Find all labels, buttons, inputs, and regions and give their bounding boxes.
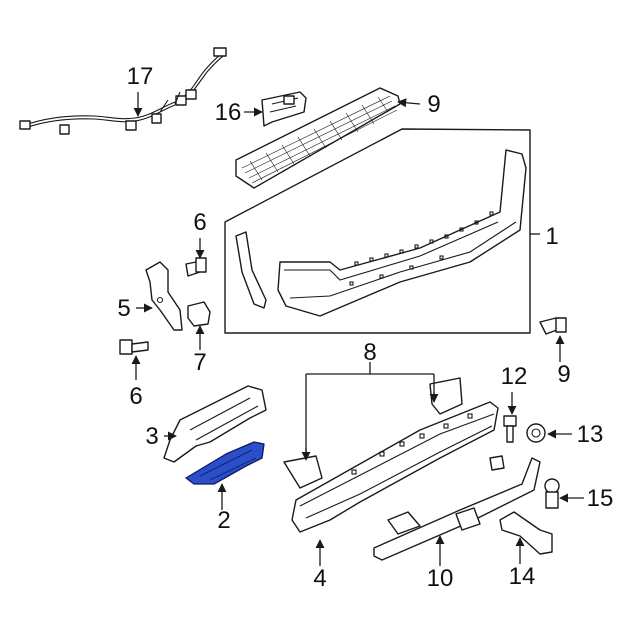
bolt-10[interactable]	[539, 317, 567, 335]
bolt-12[interactable]	[503, 415, 517, 443]
bracket-3[interactable]	[163, 385, 267, 463]
callout-labels: 17 16 9 1 6 5 7 6 8 3 2 4 10 14 9 12 13 …	[117, 63, 613, 592]
callout-7[interactable]: 7	[193, 349, 206, 376]
nut-13[interactable]	[526, 423, 546, 443]
callout-16[interactable]: 16	[215, 99, 242, 126]
leader-lines	[131, 92, 584, 566]
callout-2[interactable]: 2	[217, 507, 230, 534]
bracket-16[interactable]	[261, 91, 307, 127]
bolt-6-upper[interactable]	[185, 257, 207, 277]
callout-6-lower[interactable]: 6	[129, 383, 142, 410]
clip-7[interactable]	[187, 301, 211, 327]
callout-9[interactable]: 9	[427, 91, 440, 118]
callout-3[interactable]: 3	[145, 423, 158, 450]
bracket-14[interactable]	[499, 511, 553, 555]
callout-17[interactable]: 17	[127, 63, 154, 90]
hitch-ball-15[interactable]	[544, 478, 560, 509]
callout-11[interactable]: 10	[427, 565, 454, 592]
callout-15[interactable]: 15	[587, 485, 614, 512]
bumper-cover-group[interactable]	[224, 128, 531, 334]
bolt-6-lower[interactable]	[119, 339, 149, 355]
callout-12[interactable]: 12	[501, 363, 528, 390]
side-bracket-5[interactable]	[145, 261, 183, 331]
bracket-2-highlighted[interactable]	[185, 441, 265, 485]
callout-8[interactable]: 8	[363, 339, 376, 366]
reinforcement-bar-4[interactable]	[283, 377, 499, 533]
callout-1[interactable]: 1	[545, 223, 558, 250]
callout-14[interactable]: 14	[509, 563, 536, 590]
callout-13[interactable]: 13	[577, 421, 604, 448]
wiring-harness[interactable]	[19, 47, 227, 135]
callout-6-upper[interactable]: 6	[193, 209, 206, 236]
hitch-bar-11[interactable]	[373, 455, 541, 561]
callout-5[interactable]: 5	[117, 295, 130, 322]
callout-10[interactable]: 9	[557, 361, 570, 388]
callout-4[interactable]: 4	[313, 565, 326, 592]
